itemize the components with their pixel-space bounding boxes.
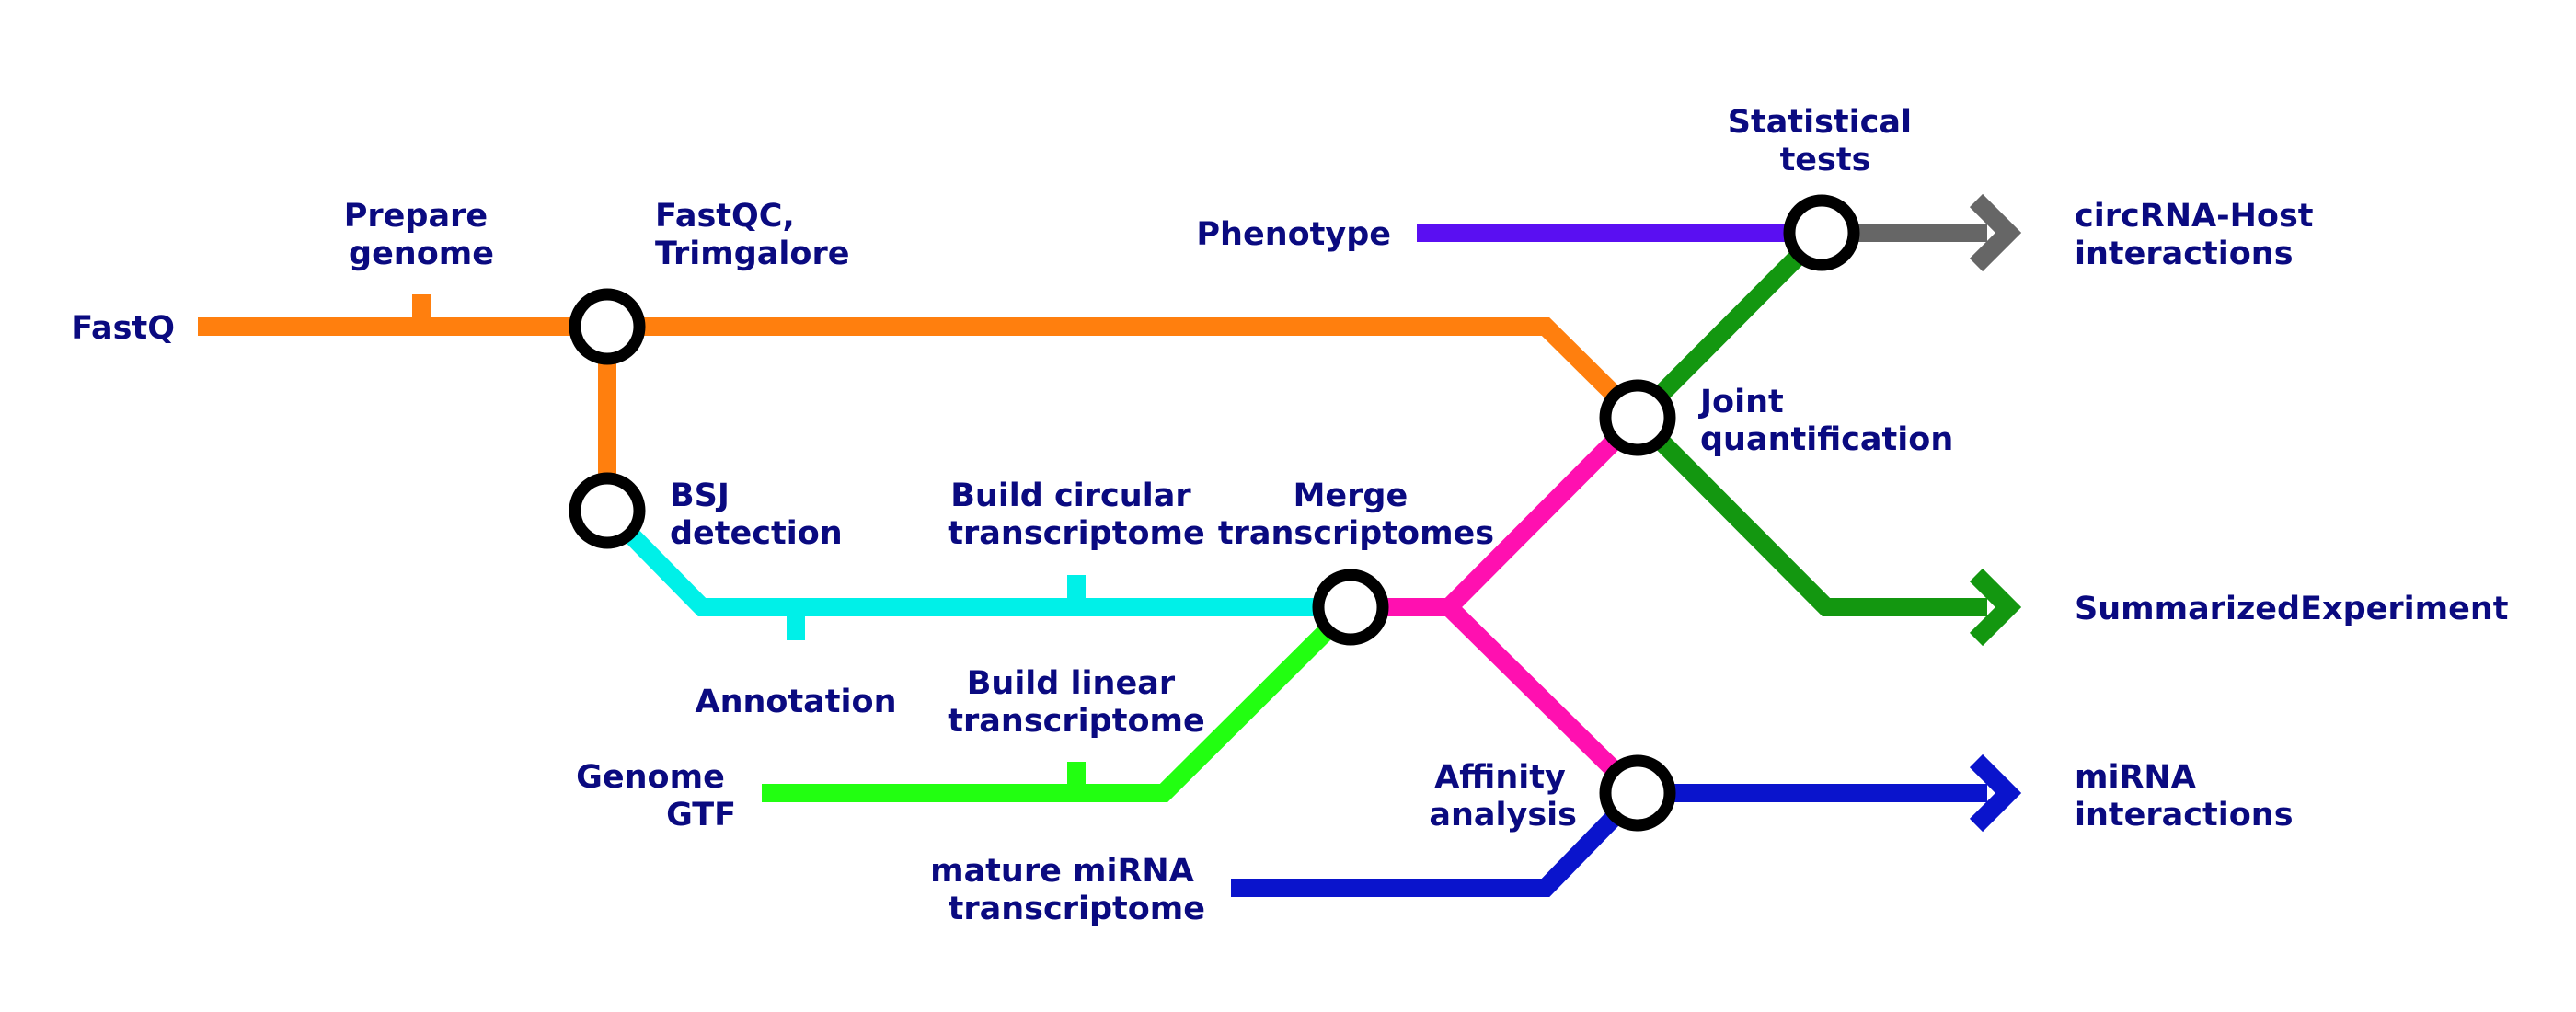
station-statistical-tests bbox=[1783, 194, 1860, 271]
label-fastqc-trimgalore: FastQC, Trimgalore bbox=[655, 198, 849, 272]
step-ticks bbox=[412, 294, 1086, 793]
labels: FastQ Prepare genome FastQC, Trimgalore … bbox=[71, 104, 2508, 927]
arrowhead-dark-green bbox=[1969, 568, 2022, 647]
station-joint-quantification bbox=[1599, 379, 1676, 456]
magenta-line bbox=[1351, 410, 1645, 800]
dark-green-line bbox=[1624, 225, 1987, 616]
blue-line bbox=[1231, 784, 1987, 897]
label-joint-quantification: Joint quantification bbox=[1698, 384, 1953, 458]
light-green-line bbox=[762, 600, 1358, 802]
label-merge-transcriptomes: Merge transcriptomes bbox=[1218, 477, 1494, 552]
orange-line bbox=[198, 317, 1645, 425]
cyan-line bbox=[600, 503, 1351, 616]
metro-lines bbox=[198, 224, 1987, 897]
arrowheads bbox=[1969, 193, 2022, 833]
label-summarized-experiment: SummarizedExperiment bbox=[2075, 591, 2509, 627]
stations bbox=[569, 194, 1860, 832]
station-fastqc-trimgalore bbox=[569, 288, 646, 365]
label-statistical-tests: Statistical tests bbox=[1728, 104, 1923, 178]
label-circrna-host-interactions: circRNA-Host interactions bbox=[2075, 198, 2325, 272]
label-prepare-genome: Prepare genome bbox=[344, 198, 500, 272]
station-bsj-detection bbox=[569, 472, 646, 549]
label-fastq: FastQ bbox=[71, 310, 175, 347]
arrowhead-gray bbox=[1969, 193, 2022, 272]
arrowhead-blue bbox=[1969, 753, 2022, 833]
label-build-linear-transcriptome: Build linear transcriptome bbox=[948, 665, 1204, 740]
label-mirna-interactions: miRNA interactions bbox=[2075, 759, 2294, 834]
label-bsj-detection: BSJ detection bbox=[670, 477, 843, 552]
station-affinity-analysis bbox=[1599, 754, 1676, 832]
label-mature-mirna-transcriptome: mature miRNA transcriptome bbox=[930, 853, 1205, 927]
station-merge-transcriptomes bbox=[1312, 569, 1389, 646]
label-phenotype: Phenotype bbox=[1196, 216, 1391, 253]
label-genome-gtf: Genome GTF bbox=[576, 759, 736, 834]
label-annotation: Annotation bbox=[695, 684, 896, 720]
label-build-circular-transcriptome: Build circular transcriptome bbox=[948, 477, 1204, 552]
label-affinity-analysis: Affinity analysis bbox=[1429, 759, 1577, 834]
